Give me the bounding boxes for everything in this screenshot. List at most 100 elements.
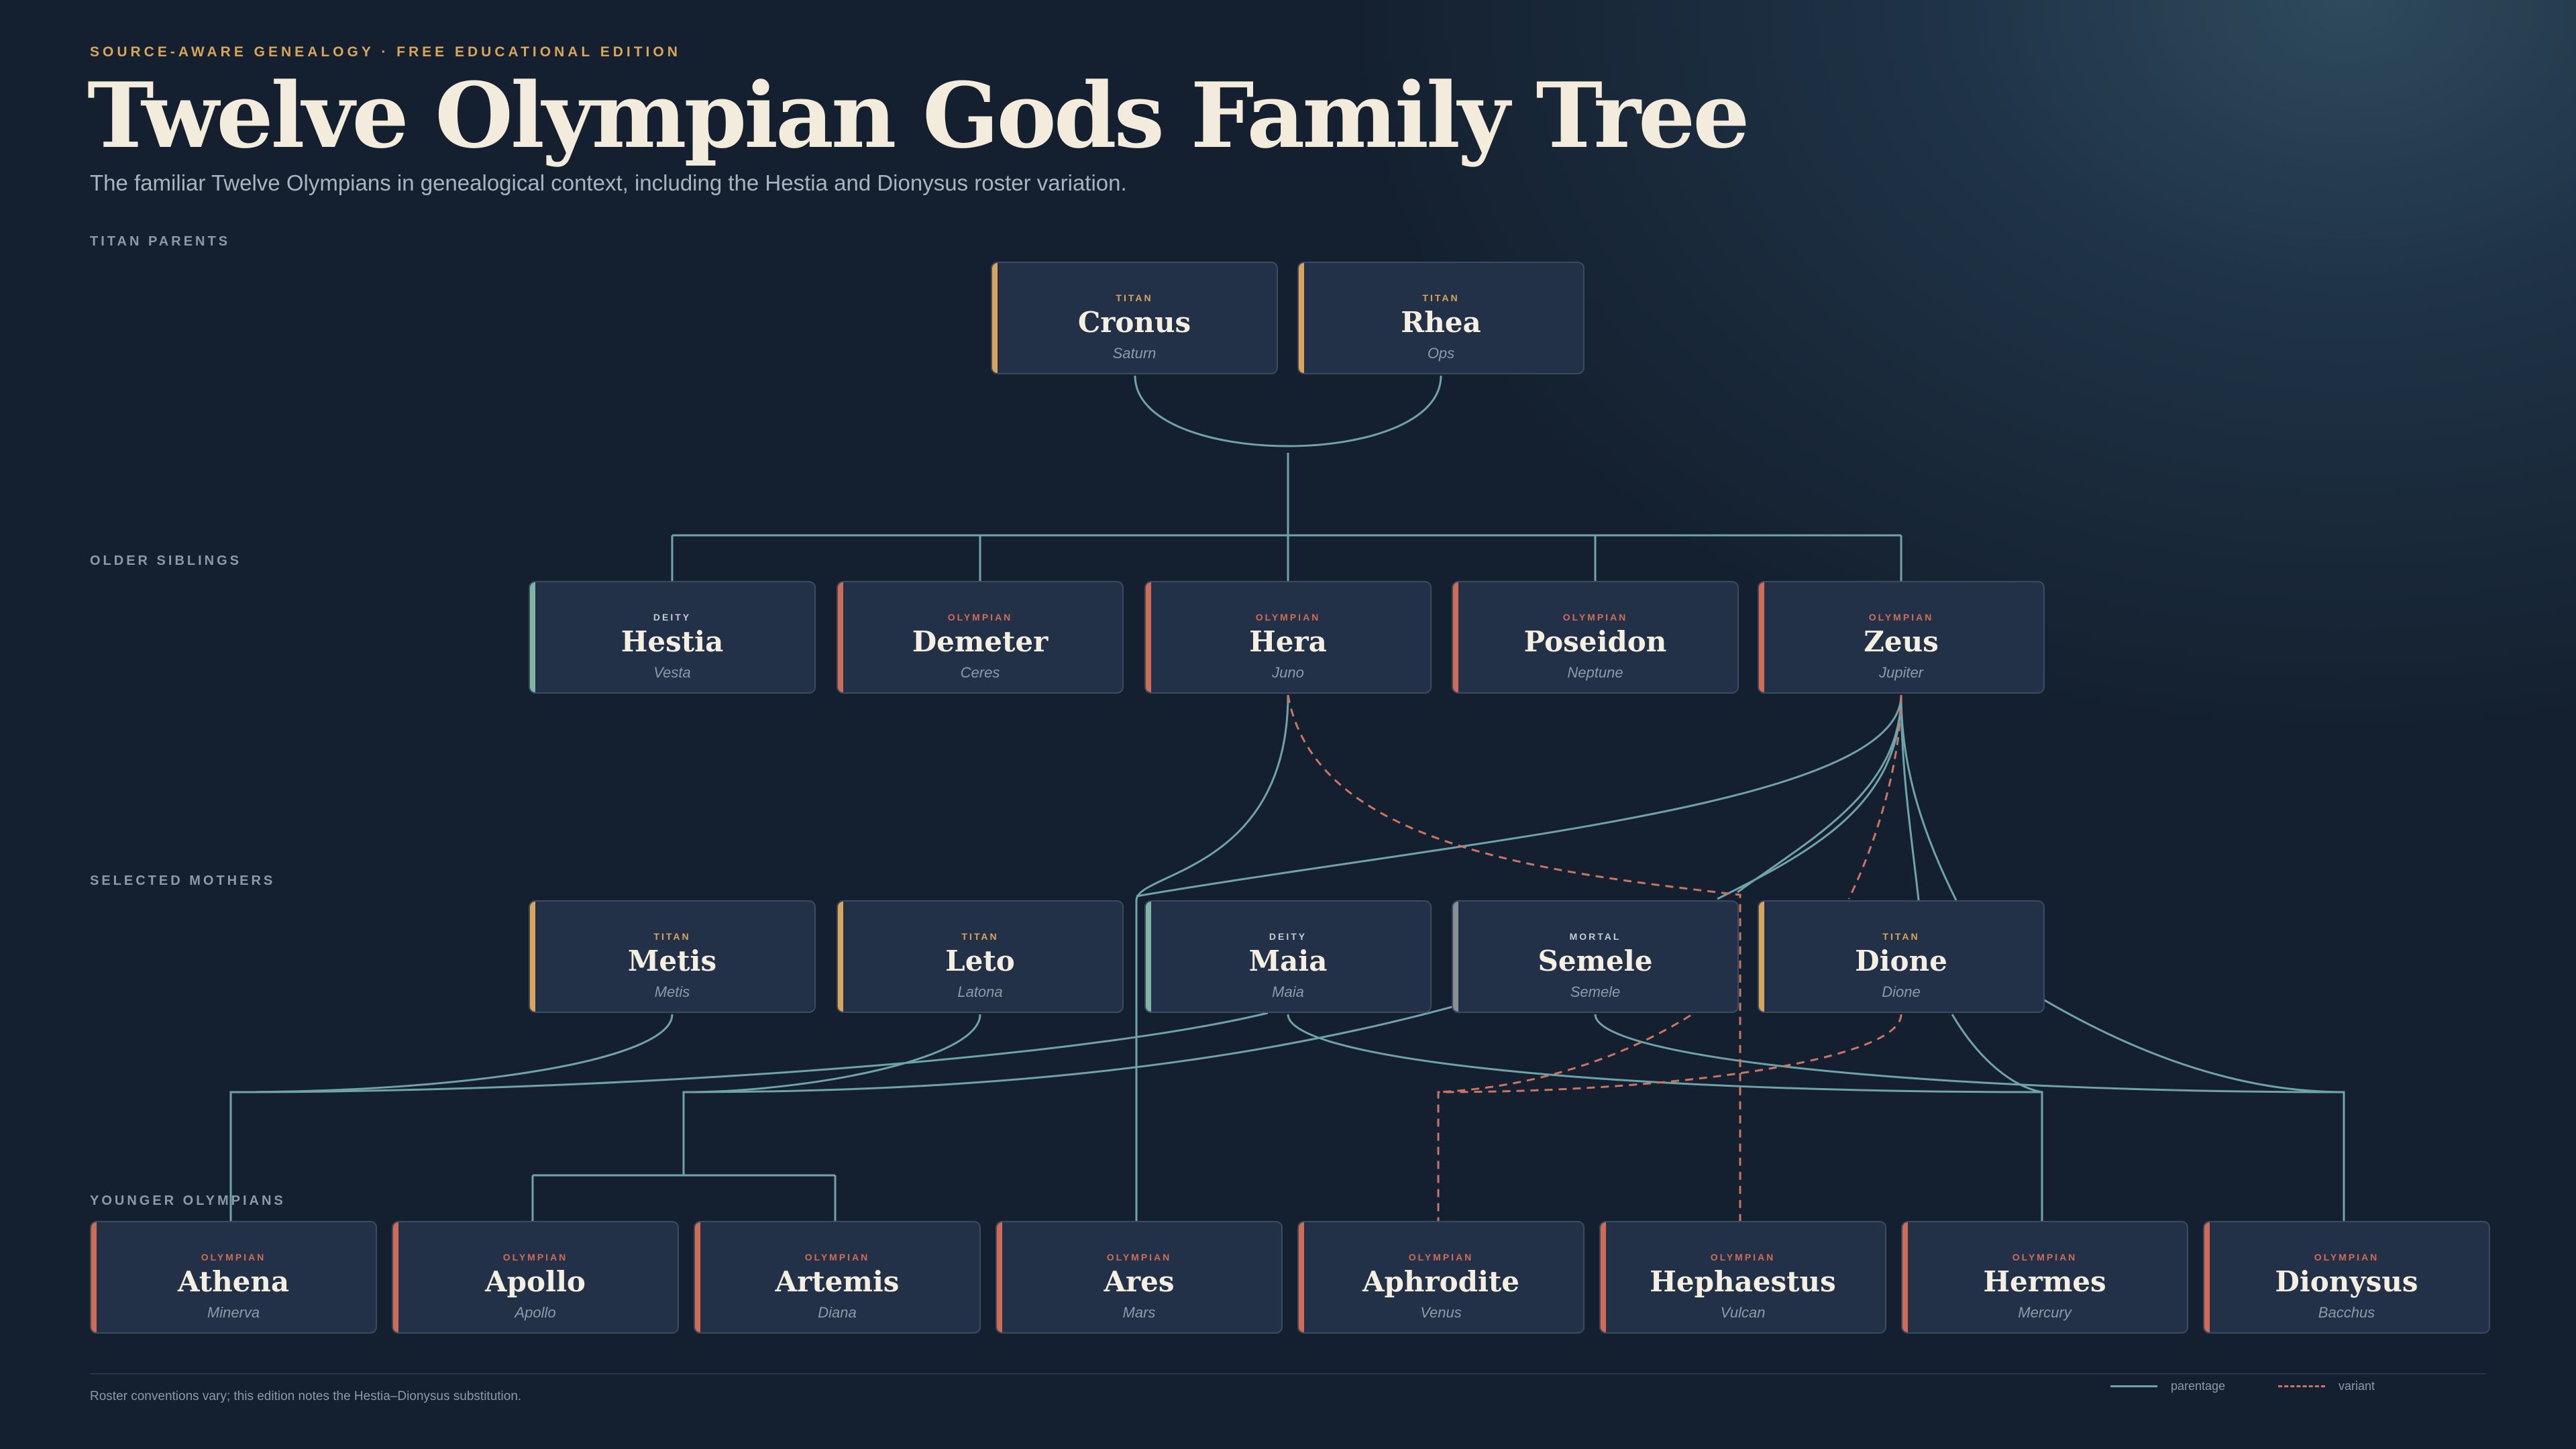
edition-kicker: SOURCE-AWARE GENEALOGY · FREE EDUCATIONA… — [90, 44, 681, 60]
node-name: Dionysus — [2275, 1265, 2418, 1298]
legend-parentage: parentage — [2110, 1377, 2225, 1395]
node-roman-name: Bacchus — [2318, 1304, 2375, 1321]
node-rhea[interactable]: TITAN Rhea Ops — [1297, 262, 1585, 374]
node-roman-name: Ceres — [960, 664, 1000, 681]
node-semele[interactable]: MORTAL Semele Semele — [1452, 900, 1739, 1013]
node-name: Poseidon — [1523, 625, 1667, 658]
node-hera[interactable]: OLYMPIAN Hera Juno — [1144, 581, 1432, 694]
node-leto[interactable]: TITAN Leto Latona — [837, 900, 1124, 1013]
node-cronus[interactable]: TITAN Cronus Saturn — [991, 262, 1278, 374]
type-bar — [1601, 1222, 1606, 1332]
node-type-label: TITAN — [1422, 292, 1460, 303]
node-type-label: TITAN — [1882, 931, 1920, 942]
node-type-label: TITAN — [1116, 292, 1153, 303]
legend-parentage-label: parentage — [2171, 1379, 2226, 1393]
node-roman-name: Juno — [1272, 664, 1304, 681]
row-label-selected-mothers: SELECTED MOTHERS — [90, 873, 276, 888]
link-metis-athena — [229, 1014, 674, 1221]
type-bar — [91, 1222, 97, 1332]
node-roman-name: Mercury — [2018, 1304, 2072, 1321]
roster-footnote: Roster conventions vary; this edition no… — [90, 1389, 522, 1403]
node-name: Cronus — [1077, 306, 1191, 339]
type-bar — [695, 1222, 700, 1332]
page-subtitle: The familiar Twelve Olympians in genealo… — [90, 170, 1127, 195]
legend-variant-label: variant — [2339, 1379, 2375, 1393]
type-bar — [2204, 1222, 2210, 1332]
node-name: Hermes — [1983, 1265, 2106, 1298]
type-bar — [838, 902, 843, 1012]
type-bar — [1453, 582, 1458, 692]
node-zeus[interactable]: OLYMPIAN Zeus Jupiter — [1758, 581, 2045, 694]
variant-links — [1287, 694, 1902, 1221]
type-bar — [838, 582, 843, 692]
node-ares[interactable]: OLYMPIAN Ares Mars — [996, 1221, 1283, 1334]
link-zeus-athena — [230, 1012, 1269, 1093]
node-aphrodite[interactable]: OLYMPIAN Aphrodite Venus — [1297, 1221, 1585, 1334]
node-name: Athena — [177, 1265, 290, 1298]
node-dione[interactable]: TITAN Dione Dione — [1758, 900, 2045, 1013]
node-name: Artemis — [775, 1265, 900, 1298]
type-bar — [992, 263, 998, 373]
node-type-label: OLYMPIAN — [1408, 1252, 1474, 1263]
node-type-label: TITAN — [961, 931, 999, 942]
node-type-label: OLYMPIAN — [1255, 612, 1321, 623]
link-leto-twins — [682, 1014, 981, 1175]
node-name: Aphrodite — [1362, 1265, 1520, 1298]
link-zeus-dionysus — [1900, 694, 1957, 901]
node-hephaestus[interactable]: OLYMPIAN Hephaestus Vulcan — [1599, 1221, 1886, 1334]
link-zeus-hermes — [1951, 1014, 2043, 1093]
node-type-label: OLYMPIAN — [502, 1252, 568, 1263]
node-roman-name: Dione — [1882, 983, 1921, 1000]
type-bar — [1299, 263, 1304, 373]
node-roman-name: Apollo — [515, 1304, 556, 1321]
node-apollo[interactable]: OLYMPIAN Apollo Apollo — [392, 1221, 679, 1334]
node-demeter[interactable]: OLYMPIAN Demeter Ceres — [837, 581, 1124, 694]
node-dionysus[interactable]: OLYMPIAN Dionysus Bacchus — [2203, 1221, 2490, 1334]
type-bar — [997, 1222, 1002, 1332]
link-zeus-twins — [683, 1005, 1455, 1093]
node-name: Leto — [945, 945, 1015, 977]
node-roman-name: Latona — [957, 983, 1003, 1000]
variant-dione-aphrodite — [1437, 1014, 1902, 1221]
legend-solid-swatch — [2110, 1385, 2157, 1387]
node-type-label: OLYMPIAN — [1562, 612, 1628, 623]
legend-dashed-swatch — [2278, 1385, 2325, 1387]
node-name: Rhea — [1401, 306, 1481, 339]
page-title: Twelve Olympian Gods Family Tree — [87, 62, 1750, 168]
link-hera-ares — [1135, 694, 1289, 1221]
variant-hera-hephaestus — [1287, 694, 1741, 1221]
node-type-label: OLYMPIAN — [2012, 1252, 2078, 1263]
parentage-links — [229, 375, 2345, 1221]
node-type-label: OLYMPIAN — [804, 1252, 870, 1263]
node-roman-name: Vesta — [653, 664, 691, 681]
node-type-label: TITAN — [653, 931, 691, 942]
node-roman-name: Maia — [1272, 983, 1304, 1000]
node-athena[interactable]: OLYMPIAN Athena Minerva — [90, 1221, 377, 1334]
node-name: Zeus — [1864, 625, 1939, 658]
row-label-older-siblings: OLDER SIBLINGS — [90, 553, 242, 568]
node-name: Demeter — [912, 625, 1049, 658]
type-bar — [1453, 902, 1458, 1012]
link-maia-hermes — [1287, 1014, 2043, 1221]
node-type-label: MORTAL — [1569, 931, 1621, 942]
node-roman-name: Minerva — [207, 1304, 260, 1321]
link-zeus-dionysus-lower — [2043, 998, 2345, 1093]
node-hermes[interactable]: OLYMPIAN Hermes Mercury — [1901, 1221, 2188, 1334]
node-type-label: DEITY — [1269, 931, 1307, 942]
node-name: Metis — [627, 945, 717, 977]
node-maia[interactable]: DEITY Maia Maia — [1144, 900, 1432, 1013]
link-semele-dionysus — [1594, 1014, 2345, 1221]
type-bar — [1299, 1222, 1304, 1332]
node-metis[interactable]: TITAN Metis Metis — [529, 900, 816, 1013]
node-name: Hera — [1249, 625, 1327, 658]
type-bar — [393, 1222, 398, 1332]
node-artemis[interactable]: OLYMPIAN Artemis Diana — [694, 1221, 981, 1334]
node-type-label: OLYMPIAN — [1868, 612, 1934, 623]
node-poseidon[interactable]: OLYMPIAN Poseidon Neptune — [1452, 581, 1739, 694]
type-bar — [530, 902, 535, 1012]
row-label-younger-olympians: YOUNGER OLYMPIANS — [90, 1193, 286, 1208]
node-type-label: OLYMPIAN — [947, 612, 1013, 623]
node-hestia[interactable]: DEITY Hestia Vesta — [529, 581, 816, 694]
